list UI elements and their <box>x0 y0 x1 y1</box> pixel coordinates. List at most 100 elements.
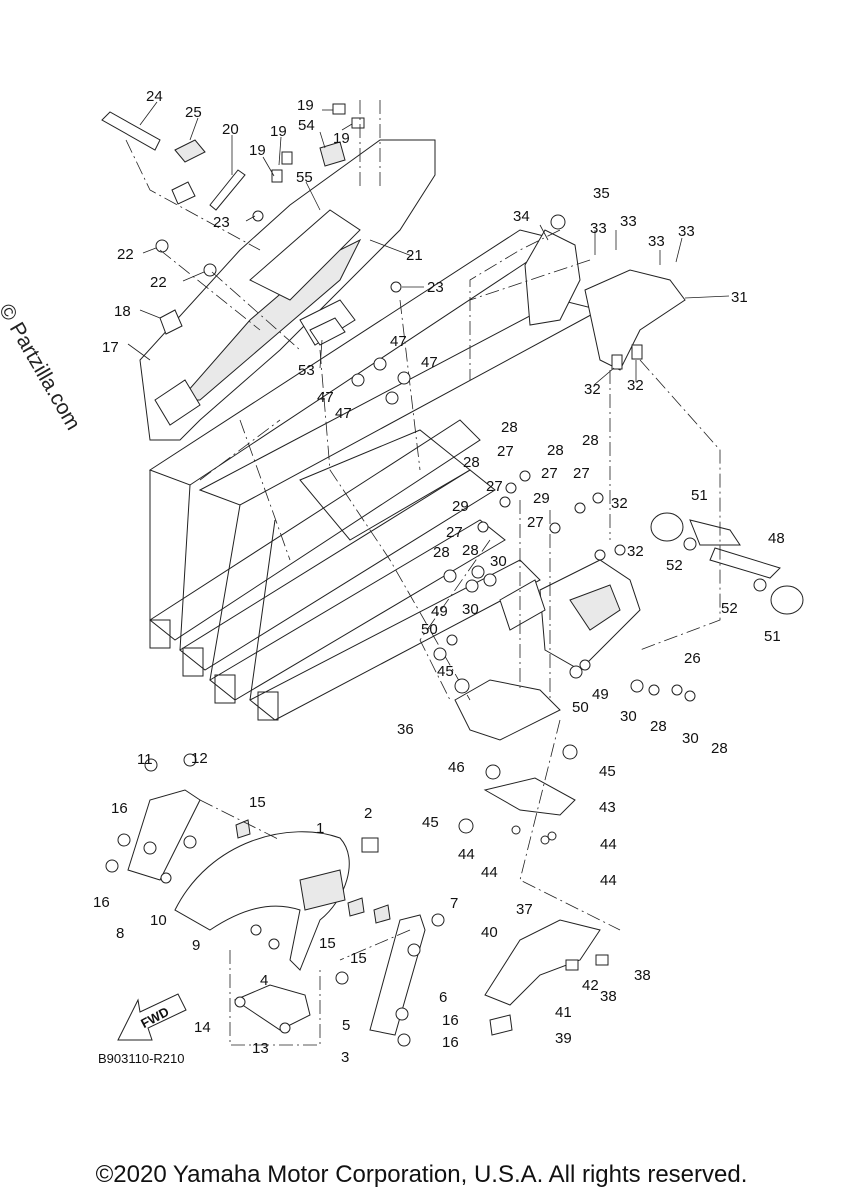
part-22a <box>155 239 169 253</box>
fwd-arrow-icon <box>117 993 187 1041</box>
callout-3: 3 <box>341 1049 349 1066</box>
callout-11: 11 <box>137 751 153 768</box>
part-19d <box>351 117 365 129</box>
callout-29a: 29 <box>452 498 469 515</box>
part-31 <box>584 269 686 371</box>
diagram-code: B903110-R210 <box>98 1051 185 1066</box>
top-small-parts <box>101 103 402 346</box>
callout-19c: 19 <box>333 130 350 147</box>
callout-19d: 19 <box>249 142 266 159</box>
callout-30d: 30 <box>682 730 699 747</box>
part-19a <box>271 169 283 183</box>
fasteners <box>105 357 696 1047</box>
callout-16: 16 <box>111 800 128 817</box>
callout-39: 39 <box>555 1030 572 1047</box>
callout-23: 23 <box>213 214 230 231</box>
callout-28e: 28 <box>433 544 450 561</box>
callout-16c: 16 <box>442 1012 459 1029</box>
callout-27a: 27 <box>497 443 514 460</box>
callout-5: 5 <box>342 1017 350 1034</box>
callout-8: 8 <box>116 925 124 942</box>
callout-24: 24 <box>146 88 163 105</box>
callout-9: 9 <box>192 937 200 954</box>
callout-33a: 33 <box>590 220 607 237</box>
callout-33b: 33 <box>620 213 637 230</box>
callout-23b: 23 <box>427 279 444 296</box>
callout-44d: 44 <box>600 872 617 889</box>
callout-28d: 28 <box>582 432 599 449</box>
callout-45c: 45 <box>422 814 439 831</box>
callout-27e: 27 <box>446 524 463 541</box>
part-1 <box>174 831 350 971</box>
callout-22b: 22 <box>150 274 167 291</box>
callout-7: 7 <box>450 895 458 912</box>
callout-26: 26 <box>684 650 701 667</box>
callout-44c: 44 <box>600 836 617 853</box>
part-20 <box>209 169 246 211</box>
callout-50b: 50 <box>572 699 589 716</box>
callout-27f: 27 <box>527 514 544 531</box>
callout-19b: 19 <box>270 123 287 140</box>
part-23b <box>390 281 402 293</box>
callout-28g: 28 <box>650 718 667 735</box>
callout-20: 20 <box>222 121 239 138</box>
callout-43: 43 <box>599 799 616 816</box>
assembly-lines <box>125 100 721 1046</box>
callout-47b: 47 <box>421 354 438 371</box>
callout-41: 41 <box>555 1004 572 1021</box>
part-25 <box>174 139 206 163</box>
callout-45b: 45 <box>599 763 616 780</box>
callout-15: 15 <box>249 794 266 811</box>
turn-signal-group <box>650 512 804 615</box>
part-53 <box>309 317 346 346</box>
callout-29b: 29 <box>533 490 550 507</box>
callout-28h: 28 <box>711 740 728 757</box>
callout-37: 37 <box>516 901 533 918</box>
callout-4: 4 <box>260 972 268 989</box>
callout-2: 2 <box>364 805 372 822</box>
callout-18: 18 <box>114 303 131 320</box>
callout-12: 12 <box>191 750 208 767</box>
callout-46: 46 <box>448 759 465 776</box>
callout-25: 25 <box>185 104 202 121</box>
callout-38a: 38 <box>634 967 651 984</box>
callout-22: 22 <box>117 246 134 263</box>
leader-lines <box>127 101 730 386</box>
callout-42: 42 <box>582 977 599 994</box>
callout-34: 34 <box>513 208 530 225</box>
part-19b <box>281 151 293 165</box>
callout-51b: 51 <box>764 628 781 645</box>
callout-10: 10 <box>150 912 167 929</box>
part-23a <box>252 210 264 222</box>
callout-49b: 49 <box>592 686 609 703</box>
callout-13: 13 <box>252 1040 269 1057</box>
part-2 <box>361 837 379 853</box>
callout-28a: 28 <box>501 419 518 436</box>
callout-40: 40 <box>481 924 498 941</box>
callout-55: 55 <box>296 169 313 186</box>
front-fender-group <box>127 789 426 1036</box>
callout-30c: 30 <box>620 708 637 725</box>
rear-tray-assembly <box>139 139 436 441</box>
callout-32d: 32 <box>627 543 644 560</box>
callout-52a: 52 <box>666 557 683 574</box>
part-37 <box>484 919 601 1006</box>
part-24 <box>101 111 161 151</box>
part-34 <box>524 229 581 326</box>
part-36 <box>454 679 561 741</box>
callout-27d: 27 <box>573 465 590 482</box>
callout-38b: 38 <box>600 988 617 1005</box>
callout-50a: 50 <box>421 621 438 638</box>
callout-36: 36 <box>397 721 414 738</box>
callout-47d: 47 <box>335 405 352 422</box>
callout-35: 35 <box>593 185 610 202</box>
callout-32b: 32 <box>627 377 644 394</box>
part-13 <box>233 984 311 1031</box>
lower-bracket-group <box>484 919 609 1036</box>
callout-16d: 16 <box>442 1034 459 1051</box>
callout-45a: 45 <box>437 663 454 680</box>
callout-44b: 44 <box>481 864 498 881</box>
callout-27c: 27 <box>541 465 558 482</box>
callout-53: 53 <box>298 362 315 379</box>
